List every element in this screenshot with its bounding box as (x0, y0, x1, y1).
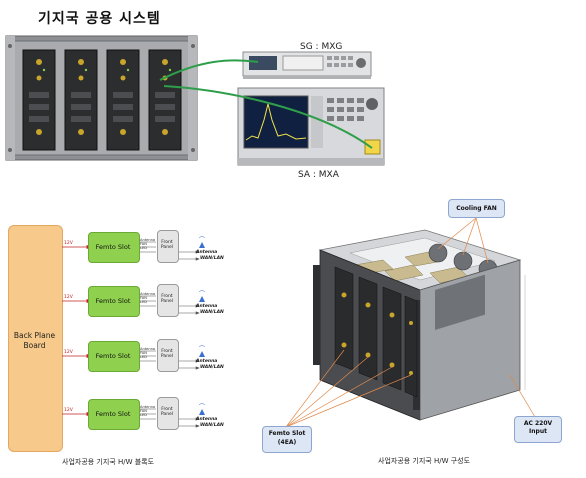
block-diagram-caption: 사업자공용 기지국 H/W 블록도 (62, 458, 155, 466)
femto-slot-label: Femto Slot (95, 297, 131, 305)
femto-slot-label: Femto Slot (95, 352, 131, 360)
equipment-photo (5, 35, 385, 166)
backplane-board (8, 225, 63, 452)
wan-label: WAN/LAN (200, 310, 224, 315)
femto-slot (88, 399, 140, 430)
femto-slot (88, 341, 140, 372)
femto-slot-label: Femto Slot (95, 410, 131, 418)
antenna-icon (199, 242, 205, 415)
interface-text: Antenna FAN LED (140, 347, 156, 359)
antenna-label: Antenna (196, 304, 218, 309)
cooling-fan-callout: Cooling FAN (448, 199, 505, 218)
antenna-label: Antenna (196, 359, 218, 364)
front-panel-label: Front Panel (160, 240, 174, 250)
voltage-label: 12V (64, 241, 73, 246)
front-panel (157, 397, 179, 430)
wan-label: WAN/LAN (200, 256, 224, 261)
sa-label: SA : MXA (298, 170, 339, 180)
wan-label: WAN/LAN (200, 365, 224, 370)
front-panel-label: Front Panel (160, 294, 174, 304)
front-panel (157, 284, 179, 317)
interface-text: Antenna FAN LED (140, 405, 156, 417)
interface-text: Antenna FAN LED (140, 292, 156, 304)
chassis-caption: 사업자공용 기지국 H/W 구성도 (378, 457, 471, 465)
spectrum-analyzer (237, 87, 385, 166)
sg-label: SG : MXG (300, 42, 343, 52)
ac-input-callout: AC 220V Input (514, 416, 562, 443)
backplane-label: Back Plane Board (13, 331, 56, 350)
chassis-illustration (285, 217, 536, 428)
rack-modules (22, 49, 182, 151)
voltage-label: 12V (64, 350, 73, 355)
voltage-label: 12V (64, 408, 73, 413)
femto-slot (88, 232, 140, 263)
interface-text: Antenna FAN LED (140, 238, 156, 250)
page-title: 기지국 공용 시스템 (38, 11, 161, 27)
femto-slot-callout: Femto Slot (4EA) (262, 426, 312, 453)
voltage-label: 12V (64, 295, 73, 300)
antenna-label: Antenna (196, 250, 218, 255)
femto-slot-label: Femto Slot (95, 243, 131, 251)
rf-cables (159, 59, 373, 149)
front-panel (157, 230, 179, 263)
front-panel-label: Front Panel (160, 349, 174, 359)
signal-generator (242, 51, 372, 79)
femto-slot (88, 286, 140, 317)
antenna-label: Antenna (196, 417, 218, 422)
front-panel-label: Front Panel (160, 407, 174, 417)
wan-label: WAN/LAN (200, 423, 224, 428)
front-panel (157, 339, 179, 372)
